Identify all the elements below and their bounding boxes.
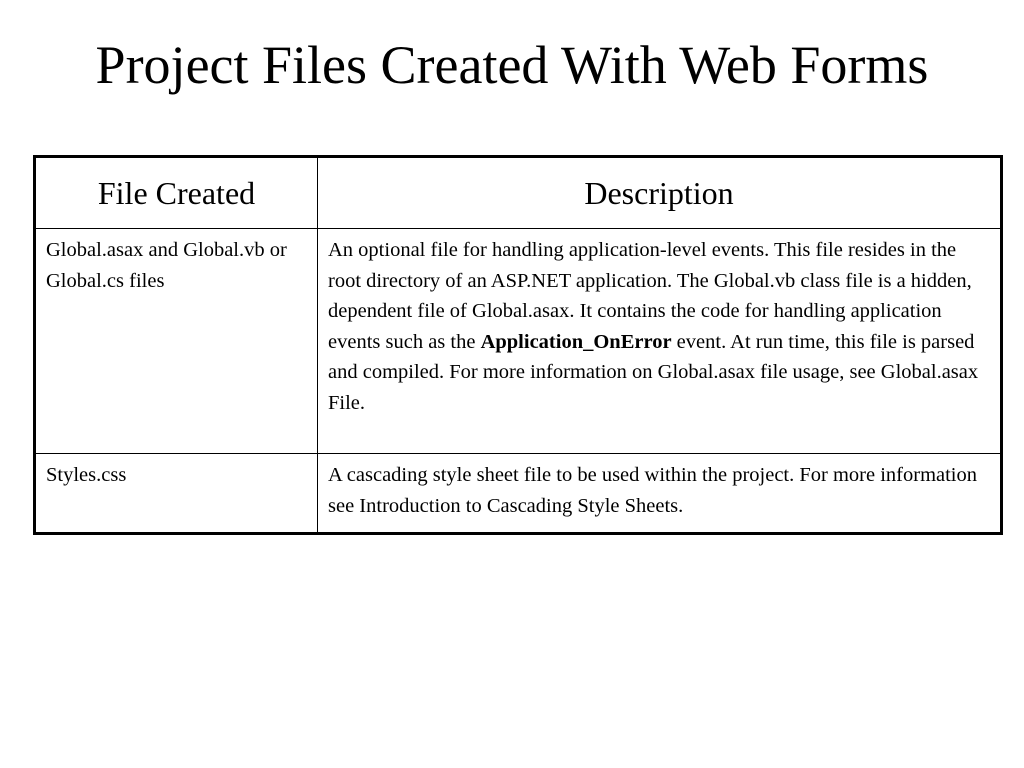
slide-title: Project Files Created With Web Forms xyxy=(95,35,929,95)
table-row: Styles.css A cascading style sheet file … xyxy=(34,453,1002,534)
description-text: event. At run time, this file is parsed … xyxy=(328,330,979,414)
header-description: Description xyxy=(317,156,1002,229)
description-bold-term: Application_OnError xyxy=(480,330,672,353)
table-row: Global.asax and Global.vb or Global.cs f… xyxy=(34,228,1002,454)
files-table: File Created Description Global.asax and… xyxy=(33,155,1003,535)
table-header-row: File Created Description xyxy=(34,156,1002,229)
header-file-created: File Created xyxy=(34,156,318,229)
file-name-cell: Global.asax and Global.vb or Global.cs f… xyxy=(34,228,318,454)
description-cell: A cascading style sheet file to be used … xyxy=(317,453,1002,534)
file-name-cell: Styles.css xyxy=(34,453,318,534)
description-cell: An optional file for handling applicatio… xyxy=(317,228,1002,454)
description-text: An optional file for handling applicatio… xyxy=(328,239,972,353)
